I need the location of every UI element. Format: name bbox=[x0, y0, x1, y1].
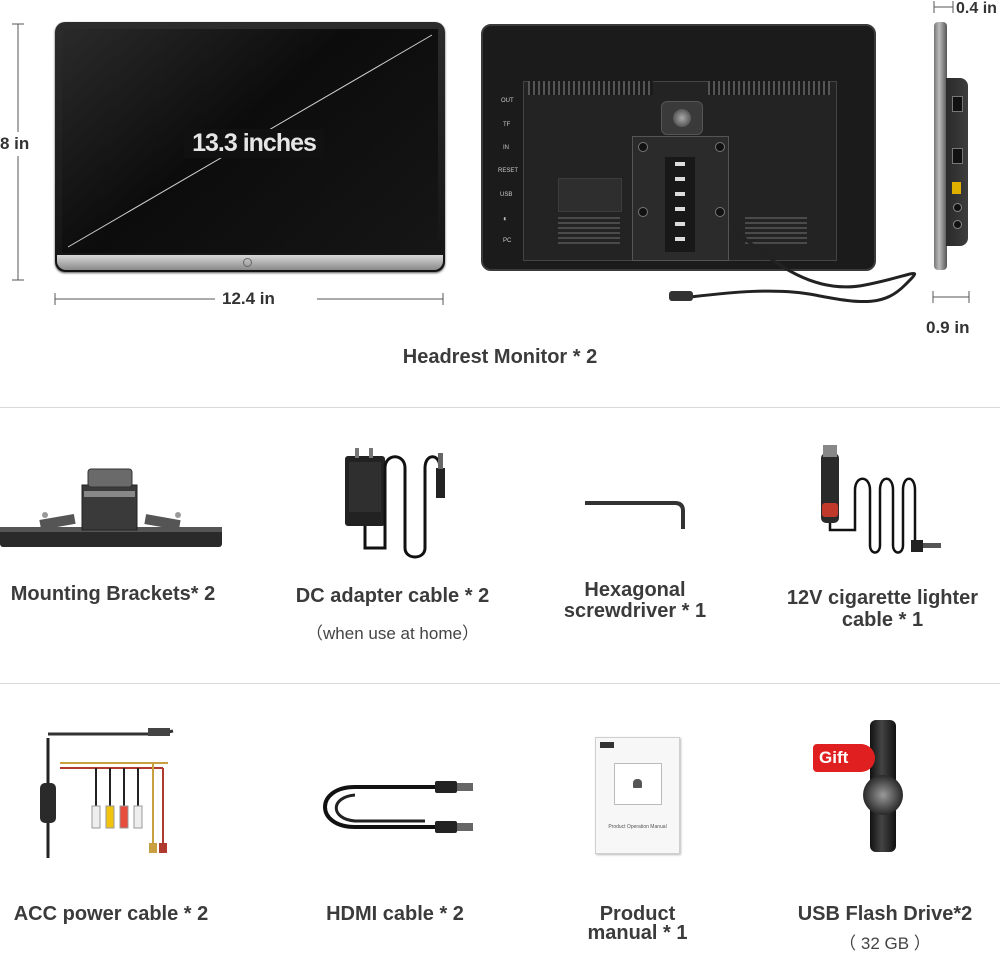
height-label: 8 in bbox=[0, 132, 30, 156]
hdmi-cable-image bbox=[323, 781, 473, 833]
hex-screwdriver-image bbox=[585, 501, 685, 529]
product-manual-title-1: Product bbox=[599, 903, 676, 925]
monitor-side-bulge bbox=[946, 78, 968, 246]
cigarette-cable-image bbox=[821, 445, 941, 554]
acc-cable-image bbox=[40, 728, 174, 858]
mount-hole bbox=[715, 142, 725, 152]
gift-badge: Gift bbox=[813, 744, 875, 772]
mount-rail bbox=[665, 157, 695, 252]
acc-cable-title: ACC power cable * 2 bbox=[13, 903, 209, 925]
port-label-out: OUT bbox=[501, 98, 514, 104]
manual-device-outline bbox=[614, 763, 662, 805]
mounting-bracket-image bbox=[0, 468, 222, 547]
slot bbox=[675, 162, 685, 166]
slot bbox=[675, 237, 685, 241]
cigarette-cable-title-1: 12V cigarette lighter bbox=[786, 587, 979, 609]
hdmi-cable-title: HDMI cable * 2 bbox=[326, 903, 464, 925]
product-manual-title-2: manual * 1 bbox=[587, 922, 688, 944]
side-thickness-top-line bbox=[933, 1, 954, 13]
headphone-icon: ◐ bbox=[503, 214, 508, 223]
hex-screwdriver-title-2: screwdriver * 1 bbox=[563, 600, 707, 622]
vent-bottom-right bbox=[745, 214, 807, 244]
width-dimension-line bbox=[54, 293, 444, 305]
mounting-brackets-title: Mounting Brackets* 2 bbox=[10, 583, 216, 605]
slot bbox=[675, 177, 685, 181]
android-icon bbox=[633, 779, 642, 788]
monitor-cable bbox=[669, 228, 917, 304]
camera-lens-icon bbox=[673, 109, 691, 127]
mount-hole bbox=[715, 207, 725, 217]
screen-size-label: 13.3 inches bbox=[184, 129, 324, 158]
port-label-pc: PC bbox=[503, 238, 512, 244]
hdmi-port-icon bbox=[952, 96, 963, 112]
port-label-reset: RESET bbox=[498, 168, 519, 174]
divider-top bbox=[0, 407, 1000, 408]
vent-top-right bbox=[708, 81, 830, 95]
mount-hole bbox=[638, 142, 648, 152]
monitor-screen: 13.3 inches bbox=[62, 29, 438, 253]
gift-badge-label: Gift bbox=[819, 748, 849, 767]
cigarette-cable-title-2: cable * 1 bbox=[841, 609, 924, 631]
camera-housing bbox=[661, 101, 703, 135]
hdmi-port-icon bbox=[952, 148, 963, 164]
manual-title-text: Product Operation Manual bbox=[608, 824, 667, 830]
manual-logo-icon bbox=[600, 742, 614, 748]
port-label-tf: TF bbox=[503, 122, 511, 128]
product-manual-image: Product Operation Manual bbox=[595, 737, 680, 854]
audio-port-icon bbox=[953, 203, 962, 212]
slot bbox=[675, 222, 685, 226]
monitor-back: OUT TF IN RESET USB ◐ PC bbox=[481, 24, 876, 271]
dc-adapter-image bbox=[345, 448, 445, 559]
usb-drive-title: USB Flash Drive*2 bbox=[797, 903, 973, 925]
dc-adapter-note: （when use at home） bbox=[306, 624, 479, 643]
monitor-caption: Headrest Monitor * 2 bbox=[402, 346, 598, 368]
port-label-in: IN bbox=[503, 145, 509, 151]
divider-middle bbox=[0, 683, 1000, 684]
usb-port-icon bbox=[952, 182, 961, 194]
vent-top-left bbox=[528, 81, 653, 95]
monitor-front: 13.3 inches bbox=[55, 22, 445, 272]
slot bbox=[675, 207, 685, 211]
monitor-side bbox=[934, 22, 947, 270]
usb-drive-note: （ 32 GB ） bbox=[839, 934, 931, 953]
hex-screwdriver-title-1: Hexagonal bbox=[584, 579, 686, 601]
thickness-top-label: 0.4 in bbox=[956, 0, 997, 17]
vent-bottom-left bbox=[558, 214, 620, 244]
mount-hole bbox=[638, 207, 648, 217]
slot bbox=[675, 192, 685, 196]
port-label-usb: USB bbox=[500, 192, 513, 198]
power-button-icon[interactable] bbox=[243, 258, 252, 267]
side-thickness-bottom-line bbox=[932, 291, 970, 303]
width-label: 12.4 in bbox=[222, 289, 275, 308]
usb-drive-cap bbox=[863, 775, 903, 815]
vesa-mount-plate bbox=[632, 136, 729, 261]
audio-port-icon bbox=[953, 220, 962, 229]
dc-adapter-title: DC adapter cable * 2 bbox=[295, 585, 490, 607]
thickness-bottom-label: 0.9 in bbox=[926, 318, 970, 337]
label-sticker bbox=[558, 178, 622, 212]
